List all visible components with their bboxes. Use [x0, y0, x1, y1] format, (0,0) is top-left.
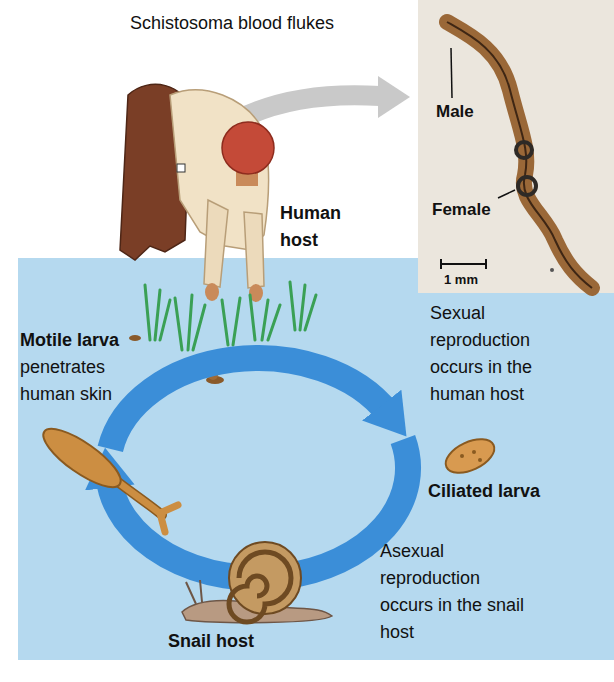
- motile-larva-part: [118, 482, 162, 515]
- plants-part: [290, 282, 316, 330]
- small-snail-part: [129, 335, 141, 341]
- zoom-arrow-part: [378, 76, 410, 118]
- stage-label-holder: Ciliated larva: [428, 478, 588, 505]
- scale-label-holder: 1 mm: [444, 271, 478, 288]
- photo-panel-part: [441, 263, 486, 265]
- plants-part: [250, 295, 280, 340]
- water: [18, 258, 614, 660]
- process-note: Asexual reproduction occurs in the snail…: [380, 538, 525, 646]
- photo-panel-part: [440, 259, 442, 269]
- motile-larva-part: [36, 419, 129, 496]
- human-figure: [120, 84, 274, 302]
- water-part: [18, 258, 614, 660]
- photo-panel-part: [447, 22, 592, 288]
- ciliated-larva-part: [472, 450, 476, 454]
- title-holder: Schistosoma blood flukes: [130, 10, 334, 37]
- human-figure-part: [222, 122, 274, 174]
- photo-label-holder: Male: [436, 98, 474, 125]
- photo-panel-part: [516, 142, 532, 158]
- human-figure-part: [244, 212, 264, 288]
- photo-label-holder: Female: [432, 196, 491, 223]
- process-note: Sexual reproduction occurs in the human …: [430, 300, 575, 408]
- plants-part: [145, 285, 170, 340]
- scale-label: 1 mm: [444, 271, 478, 288]
- stage-note: penetrates human skin: [20, 354, 130, 408]
- process-note-holder: Asexual reproduction occurs in the snail…: [380, 538, 525, 646]
- human-figure-part: [177, 164, 185, 172]
- host-label-holder: Human host: [280, 200, 360, 254]
- photo-panel-part: [498, 190, 515, 198]
- stage-label: Ciliated larva: [428, 478, 588, 505]
- snail-part: [229, 552, 291, 622]
- photo-panel-part: [447, 22, 592, 288]
- plants: [145, 282, 316, 350]
- photo-panel-part: [550, 268, 554, 272]
- stage-note-holder: penetrates human skin: [20, 354, 130, 408]
- photo-label: Male: [436, 98, 474, 125]
- plants-part: [175, 295, 205, 350]
- motile-larva: [36, 419, 178, 532]
- photo-panel-part: [451, 48, 452, 98]
- human-figure-part: [205, 283, 219, 301]
- stage-label: Motile larva: [20, 327, 150, 354]
- title: Schistosoma blood flukes: [130, 10, 334, 37]
- ciliated-larva-part: [441, 432, 500, 479]
- process-note-holder: Sexual reproduction occurs in the human …: [430, 300, 575, 408]
- ciliated-larva: [441, 432, 500, 479]
- human-figure-part: [204, 200, 228, 287]
- motile-larva-part: [160, 505, 178, 532]
- photo-panel-part: [418, 0, 614, 293]
- photo-label: Female: [432, 196, 491, 223]
- photo-panel: [418, 0, 614, 293]
- snail-part: [186, 580, 202, 604]
- life-cycle-ring-part: [110, 358, 388, 449]
- snail: [182, 542, 332, 623]
- stage-label-holder: Motile larva: [20, 327, 150, 354]
- host-label: Human host: [280, 200, 360, 254]
- host-label: Snail host: [168, 628, 298, 655]
- host-label-holder: Snail host: [168, 628, 298, 655]
- photo-panel-part: [485, 259, 487, 269]
- ciliated-larva-part: [460, 454, 464, 458]
- photo-panel-part: [518, 177, 536, 195]
- motile-larva-part: [118, 482, 162, 515]
- plants-part: [222, 298, 240, 345]
- ciliated-larva-part: [478, 458, 482, 462]
